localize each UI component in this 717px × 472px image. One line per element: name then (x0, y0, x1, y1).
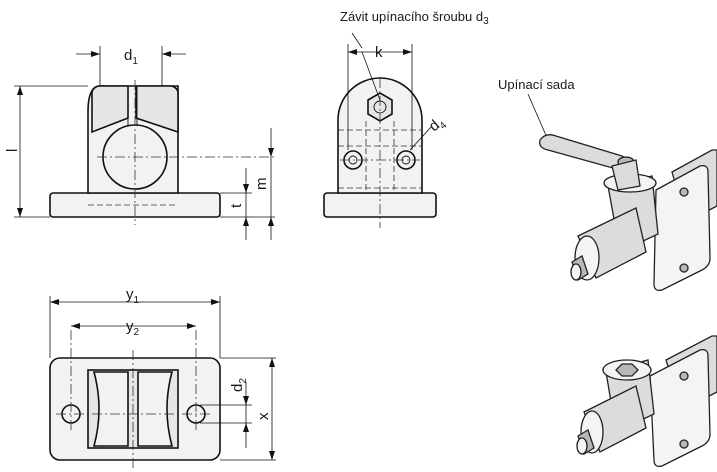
iso-view-with-screw (576, 335, 717, 468)
iso-view-with-lever: Upínací sada (498, 77, 717, 292)
label-m: m (253, 178, 270, 191)
label-d1: d1 (124, 47, 138, 67)
label-k: k (375, 44, 383, 61)
label-l: l (4, 149, 21, 152)
side-view: k d4 Závit upínacího šroubu d3 (323, 9, 489, 228)
label-y2: y2 (126, 318, 140, 338)
label-x: x (255, 412, 272, 420)
thread-note: Závit upínacího šroubu d3 (340, 9, 489, 27)
label-d2: d2 (229, 378, 249, 392)
top-view: y1 y2 d2 x (49, 286, 276, 468)
clamping-set-note: Upínací sada (498, 77, 575, 92)
label-y1: y1 (126, 286, 140, 306)
front-view: d1 l m t (4, 46, 275, 240)
label-d4: d4 (426, 113, 450, 138)
label-t: t (228, 203, 245, 208)
